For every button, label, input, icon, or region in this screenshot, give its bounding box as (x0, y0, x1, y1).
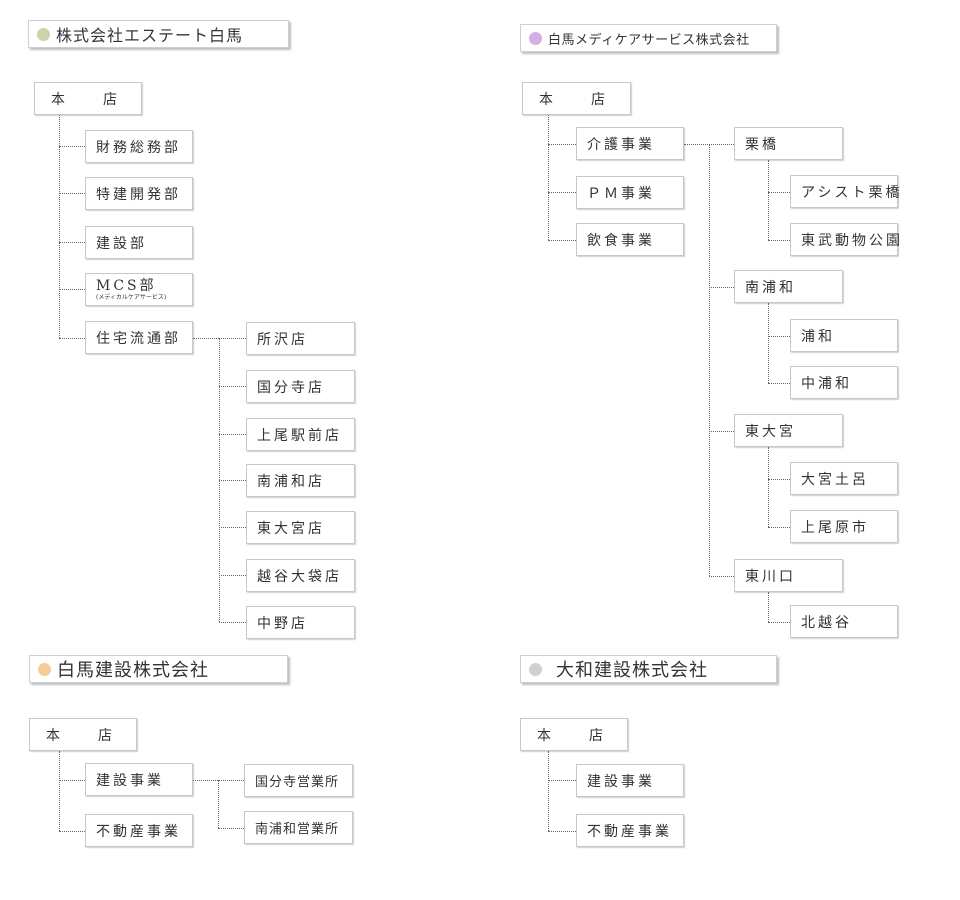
shop-box: 国分寺店 (246, 370, 355, 403)
connector (768, 192, 790, 193)
division-box: 不動産事業 (576, 814, 684, 847)
connector (709, 287, 734, 288)
company-name: 白馬建設株式会社 (57, 660, 209, 681)
connector (219, 622, 246, 623)
company-title-medical: 白馬メディケアサービス株式会社 (520, 24, 777, 52)
site-box: 北越谷 (790, 605, 898, 638)
site-box: 浦和 (790, 319, 898, 352)
connector (768, 622, 790, 623)
connector (59, 146, 85, 147)
connector (218, 780, 244, 781)
connector (219, 527, 246, 528)
connector (59, 242, 85, 243)
connector (548, 240, 576, 241)
division-box: ＰＭ事業 (576, 176, 684, 209)
connector (219, 480, 246, 481)
connector (548, 192, 576, 193)
site-box: 中浦和 (790, 366, 898, 399)
connector (59, 193, 85, 194)
connector (768, 240, 790, 241)
connector (548, 144, 576, 145)
division-box: 建設事業 (576, 764, 684, 797)
connector (709, 576, 734, 577)
connector (219, 434, 246, 435)
dept-box: 建設部 (85, 226, 193, 259)
area-box: 栗橋 (734, 127, 843, 160)
company-name: 株式会社エステート白馬 (56, 26, 244, 45)
connector (768, 160, 769, 240)
area-box: 南浦和 (734, 270, 843, 303)
division-box: 介護事業 (576, 127, 684, 160)
area-box: 東川口 (734, 559, 843, 592)
company-dot-icon (529, 662, 542, 676)
connector (768, 479, 790, 480)
shop-box: 東大宮店 (246, 511, 355, 544)
connector (59, 751, 60, 831)
connector (59, 289, 85, 290)
connector (193, 780, 218, 781)
connector (709, 431, 734, 432)
connector (768, 303, 769, 383)
honten-box: 本 店 (520, 718, 628, 751)
dept-box-mcs: MCS部 (メディカルケアサービス) (85, 273, 193, 306)
dept-sublabel: (メディカルケアサービス) (96, 293, 167, 301)
connector (548, 831, 576, 832)
connector (59, 831, 85, 832)
site-box: 上尾原市 (790, 510, 898, 543)
area-box: 東大宮 (734, 414, 843, 447)
site-box: 東武動物公園 (790, 223, 900, 256)
shop-box: 南浦和店 (246, 464, 355, 497)
dept-box: 住宅流通部 (85, 321, 193, 354)
dept-box: 特建開発部 (85, 177, 193, 210)
office-box: 南浦和営業所 (244, 811, 353, 844)
connector (219, 338, 246, 339)
division-box: 不動産事業 (85, 814, 193, 847)
connector (548, 780, 576, 781)
connector (59, 780, 85, 781)
connector (709, 144, 710, 576)
company-name: 大和建設株式会社 (556, 660, 708, 681)
shop-box: 所沢店 (246, 322, 355, 355)
connector (768, 336, 790, 337)
company-title-kensetsu: 白馬建設株式会社 (29, 655, 288, 683)
company-title-estate: 株式会社エステート白馬 (28, 20, 289, 48)
site-box: 大宮土呂 (790, 462, 898, 495)
connector (59, 115, 60, 338)
connector (768, 447, 769, 527)
company-dot-icon (529, 31, 542, 45)
division-box: 建設事業 (85, 763, 193, 796)
division-box: 飲食事業 (576, 223, 684, 256)
connector (219, 575, 246, 576)
connector (768, 527, 790, 528)
company-dot-icon (38, 662, 51, 676)
office-box: 国分寺営業所 (244, 764, 353, 797)
connector (768, 383, 790, 384)
company-name: 白馬メディケアサービス株式会社 (548, 32, 750, 48)
connector (219, 386, 246, 387)
connector (59, 338, 85, 339)
shop-box: 越谷大袋店 (246, 559, 355, 592)
site-box: アシスト栗橋 (790, 175, 899, 208)
connector (218, 828, 244, 829)
connector (193, 338, 219, 339)
connector (218, 780, 219, 828)
connector (768, 592, 769, 622)
honten-box: 本 店 (34, 82, 142, 115)
dept-box: 財務総務部 (85, 130, 193, 163)
honten-box: 本 店 (29, 718, 137, 751)
dept-label: MCS部 (96, 277, 157, 294)
company-dot-icon (37, 27, 50, 41)
shop-box: 上尾駅前店 (246, 418, 355, 451)
connector (548, 751, 549, 831)
company-title-yamato: 大和建設株式会社 (520, 655, 777, 683)
connector (548, 115, 549, 240)
shop-box: 中野店 (246, 606, 355, 639)
honten-box: 本 店 (522, 82, 631, 115)
